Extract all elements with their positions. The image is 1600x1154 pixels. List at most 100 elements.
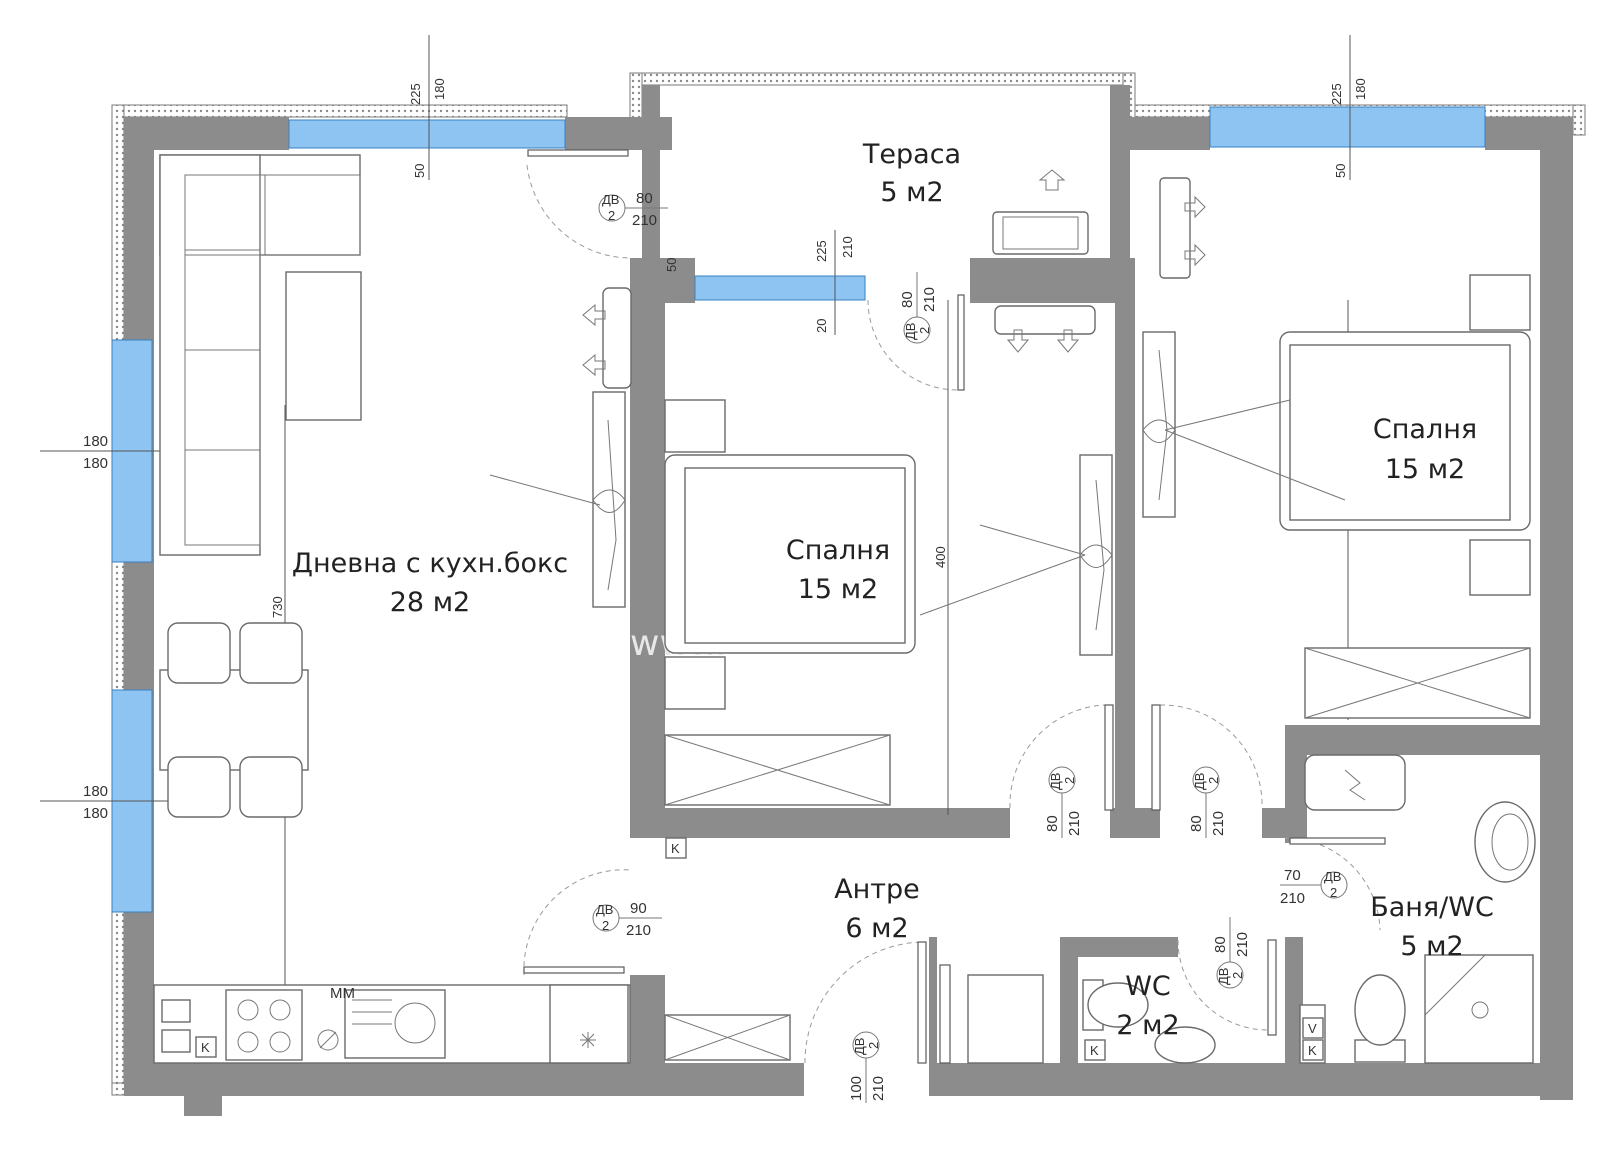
svg-text:70: 70 (1284, 867, 1301, 884)
svg-text:2: 2 (602, 918, 609, 933)
svg-text:ДВ: ДВ (602, 192, 619, 207)
dim-top-left-b: 180 (432, 78, 447, 100)
room-living-name: Дневна с кухн.бокс (292, 548, 568, 579)
dim-terrace-small: 50 (664, 258, 679, 272)
svg-text:210: 210 (1280, 890, 1305, 907)
water-heater (1304, 754, 1406, 811)
svg-text:80: 80 (899, 291, 916, 308)
door-tag-living-hall: ДВ 2 90 210 (592, 900, 662, 939)
terrace-furniture (992, 169, 1206, 279)
washbasin-wc (1154, 1026, 1216, 1064)
room-hall-area: 6 м2 (845, 913, 908, 944)
svg-text:2: 2 (1230, 972, 1245, 979)
svg-text:210: 210 (921, 287, 938, 312)
nightstand-bottom (664, 656, 726, 710)
svg-text:2: 2 (608, 208, 615, 223)
door-tag-living-terrace: ДВ 2 80 210 (598, 190, 668, 229)
ac-outdoor-unit-right (1159, 177, 1191, 279)
dim-top-left-a: 225 (408, 83, 423, 105)
svg-text:2: 2 (866, 1042, 881, 1049)
fridge (549, 984, 629, 1064)
living-furniture (153, 154, 632, 1064)
room-bedroom-right-area: 15 м2 (1385, 454, 1466, 485)
window-terrace-bedroom (694, 275, 866, 301)
tv-unit (592, 391, 626, 608)
dining-table (159, 669, 309, 771)
door-tag-wc: ДВ 2 80 210 (1212, 917, 1251, 989)
svg-text:K: K (1090, 1043, 1099, 1058)
room-bath-name: Баня/WC (1370, 892, 1494, 923)
room-bedroom-center-area: 15 м2 (798, 574, 879, 605)
bedroom-right-furniture (1142, 274, 1531, 719)
svg-text:90: 90 (630, 900, 647, 917)
door-tag-bedroom-terrace: ДВ 2 80 210 (899, 272, 938, 344)
svg-text:2: 2 (917, 327, 932, 334)
svg-text:ДВ: ДВ (1192, 773, 1207, 790)
dim-living-depth: 730 (270, 596, 285, 618)
room-bath-area: 5 м2 (1400, 931, 1463, 962)
coffee-table (285, 271, 362, 421)
dim-left2-b: 180 (83, 805, 108, 822)
svg-text:V: V (1308, 1021, 1317, 1036)
dim-terrace-b: 210 (840, 236, 855, 258)
svg-text:ДВ: ДВ (1216, 968, 1231, 985)
nightstand-right-bottom (1469, 539, 1531, 596)
svg-text:80: 80 (636, 190, 653, 207)
nightstand-top (664, 399, 726, 453)
svg-text:100: 100 (848, 1076, 865, 1101)
svg-text:K: K (1308, 1043, 1317, 1058)
window-living-top (288, 119, 566, 149)
svg-text:ДВ: ДВ (1048, 773, 1063, 790)
door-tag-bedroom-right-hall: ДВ 2 80 210 (1188, 766, 1227, 838)
k-badge-center: K (665, 837, 687, 859)
washbasin-bath (1474, 801, 1536, 883)
svg-text:ДВ: ДВ (852, 1038, 867, 1055)
dim-top-right-a: 225 (1329, 83, 1344, 105)
dim-bedroom-center-depth: 400 (933, 546, 948, 568)
dim-left1-a: 180 (83, 433, 108, 450)
svg-text:2: 2 (1330, 885, 1337, 900)
dim-left1-b: 180 (83, 455, 108, 472)
svg-text:80: 80 (1212, 936, 1229, 953)
svg-text:210: 210 (1066, 811, 1083, 836)
hall-cabinet (967, 974, 1044, 1064)
k-badge-wc: K (1084, 1039, 1106, 1061)
svg-text:ДВ: ДВ (1324, 869, 1341, 884)
walls (124, 85, 1573, 1116)
room-terrace-area: 5 м2 (880, 177, 943, 208)
wc-furniture (1082, 979, 1216, 1064)
svg-text:K: K (671, 841, 680, 856)
room-terrace-name: Тераса (862, 139, 961, 170)
dim-terrace-c: 20 (814, 319, 829, 333)
door-tag-bath: ДВ 2 70 210 (1280, 867, 1348, 907)
dim-terrace-a: 225 (814, 240, 829, 262)
svg-text:K: K (201, 1040, 210, 1055)
svg-text:80: 80 (1044, 815, 1061, 832)
window-bedroom-right-top (1209, 106, 1486, 148)
dim-top-left-c: 50 (412, 164, 427, 178)
microwave-label: MM (330, 985, 355, 1002)
k-badge-bath: K (1302, 1039, 1324, 1061)
door-swings (523, 149, 1386, 1064)
tv-unit-center (1079, 454, 1113, 656)
svg-text:2: 2 (1206, 777, 1221, 784)
ac-indoor-center (994, 305, 1096, 335)
ac-outdoor-unit (992, 211, 1089, 255)
shower-tray (1424, 954, 1534, 1064)
dim-left2-a: 180 (83, 783, 108, 800)
room-bedroom-right-name: Спалня (1373, 414, 1477, 445)
svg-text:2: 2 (1062, 777, 1077, 784)
svg-text:210: 210 (1210, 811, 1227, 836)
bedroom-center-furniture (664, 305, 1113, 806)
svg-text:210: 210 (870, 1076, 887, 1101)
hall-furniture (664, 964, 1044, 1064)
room-wc-name: WC (1125, 971, 1171, 1002)
dim-top-right-b: 180 (1353, 78, 1368, 100)
svg-text:210: 210 (632, 212, 657, 229)
svg-text:210: 210 (1234, 932, 1251, 957)
svg-text:210: 210 (626, 922, 651, 939)
room-living-area: 28 м2 (390, 587, 471, 618)
svg-text:ДВ: ДВ (596, 902, 613, 917)
door-tag-entrance: ДВ 2 100 210 (848, 1031, 887, 1103)
